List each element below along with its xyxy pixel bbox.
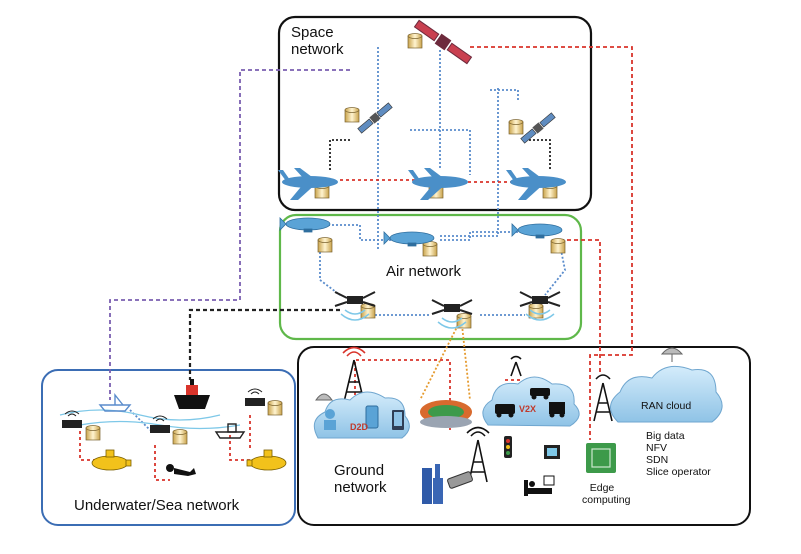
blimp-icons (279, 217, 563, 247)
air-network-panel (278, 213, 583, 341)
drone-right-icon (519, 291, 561, 321)
buildings-icon (422, 464, 443, 504)
d2d-label: D2D (350, 422, 369, 432)
underwater-network-label: Underwater/Sea network (74, 497, 240, 514)
edge-computing-label: Edge computing (582, 482, 631, 507)
d2d-cloud (313, 391, 410, 439)
ran-dish-icon (660, 347, 684, 362)
satellite-right-icon (520, 112, 556, 144)
car-icon (530, 388, 550, 400)
satellite-dish-icon (315, 393, 333, 401)
hospital-bed-icon (524, 475, 555, 496)
ground-network-label: Ground network (334, 462, 387, 497)
blimp-left-icon (279, 217, 331, 233)
airplane-right-icon (506, 168, 566, 200)
stadium-icon (420, 400, 472, 428)
ran-cloud (610, 365, 723, 423)
edge-computing-chip-icon (586, 443, 616, 473)
edge-storage-icons (85, 33, 566, 445)
sensor-meter-icon (544, 445, 560, 459)
space-network-label: Space network (291, 24, 344, 59)
blimp-right-icon (511, 223, 563, 239)
air-network-label: Air network (386, 263, 462, 280)
drone-centre-icon (431, 299, 473, 329)
submarine-icons (91, 449, 287, 471)
phone-icon (365, 405, 379, 429)
ground-network-panel (297, 346, 751, 526)
submarine-left-icon (91, 449, 132, 471)
submarine-right-icon (246, 449, 287, 471)
v2x-label: V2X (519, 404, 537, 414)
drone-left-icon (334, 291, 376, 321)
links (79, 46, 633, 481)
cctv-camera-icon (447, 471, 473, 489)
ran-feature-nfv: NFV (646, 442, 667, 454)
blimp-centre-icon (383, 231, 435, 247)
link-sat-right (490, 89, 519, 100)
cell-tower-v2x-icon (510, 355, 522, 377)
airplane-icons (278, 168, 566, 200)
underwater-network-panel (41, 369, 296, 526)
link-sat-ran (470, 46, 633, 440)
small-boat-icon (214, 423, 246, 439)
diver-icon (166, 464, 196, 476)
drone-icons (334, 291, 561, 329)
robot-icon (324, 409, 336, 430)
truck-icon (549, 402, 565, 418)
vehicle-icons (495, 388, 565, 418)
cell-tower-icons (342, 346, 613, 483)
link-sat-sea (109, 69, 350, 400)
airplane-left-icon (278, 168, 338, 200)
ran-feature-big-data: Big data (646, 430, 685, 442)
cell-tower-center-icon (466, 426, 490, 483)
ship-icon (174, 379, 210, 409)
v2x-cloud (482, 376, 580, 427)
cell-tower-d2d-icon (342, 346, 366, 403)
ran-cloud-label: RAN cloud (641, 400, 692, 412)
traffic-light-icon (504, 436, 512, 458)
space-network-panel (277, 15, 593, 212)
tablet-icon (392, 410, 404, 430)
airplane-centre-icon (408, 168, 468, 200)
boat-icon (98, 393, 132, 412)
van-icon (495, 404, 515, 418)
cell-tower-ran-icon (593, 374, 613, 422)
main-satellite-icon (413, 19, 473, 65)
buoy-antenna-icons (62, 388, 265, 433)
satellite-left-icon (357, 102, 393, 134)
ran-feature-slice-operator: Slice operator (646, 466, 711, 478)
ran-feature-sdn: SDN (646, 454, 669, 466)
